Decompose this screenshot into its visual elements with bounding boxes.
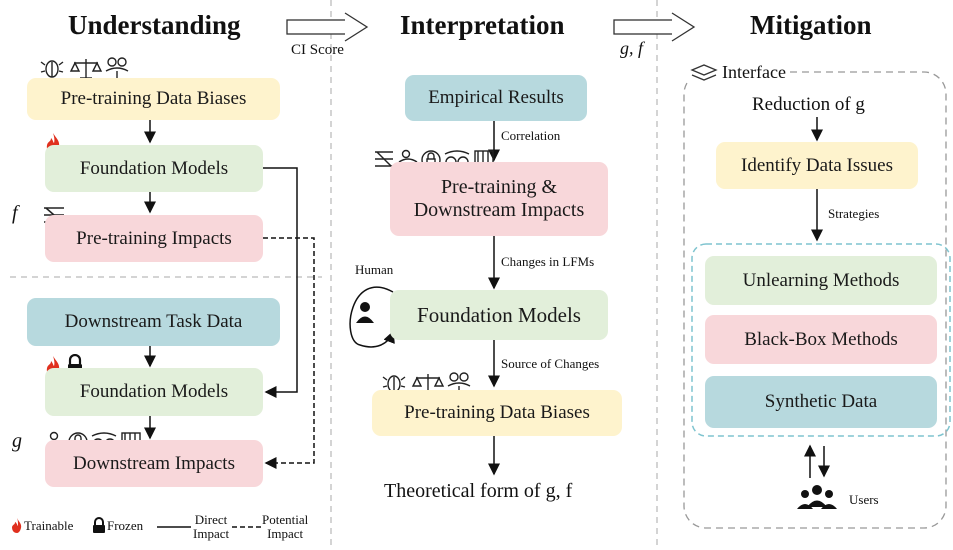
foundation-models-box-3: Foundation Models — [390, 290, 608, 340]
heading-interpretation: Interpretation — [400, 10, 565, 40]
foundation-models-box-2: Foundation Models — [45, 368, 263, 416]
g-variable: g — [12, 430, 22, 452]
pretraining-downstream-box: Pre-training & Downstream Impacts — [390, 162, 608, 236]
pretraining-impacts-box: Pre-training Impacts — [45, 215, 263, 262]
label-human: Human — [355, 262, 394, 277]
flame-icon — [12, 518, 22, 533]
lock-icon — [93, 517, 105, 533]
interface-label: Interface — [688, 62, 788, 83]
bias-icons — [40, 57, 129, 79]
people-balance-icon — [105, 57, 129, 79]
label-ci-score: CI Score — [291, 42, 344, 58]
pretraining-biases-box-2: Pre-training Data Biases — [372, 390, 622, 436]
transition-arrow-1 — [286, 12, 369, 42]
heading-mitigation: Mitigation — [750, 10, 872, 40]
legend-trainable: Trainable — [24, 518, 74, 533]
identify-data-issues-box: Identify Data Issues — [716, 142, 918, 189]
transition-arrow-2 — [613, 12, 696, 42]
users-icon — [797, 485, 837, 509]
label-strategies: Strategies — [828, 206, 880, 221]
heading-understanding: Understanding — [68, 10, 241, 40]
empirical-results-box: Empirical Results — [405, 75, 587, 121]
label-g-f: g, f — [620, 38, 644, 58]
reduction-label: Reduction of g — [752, 94, 865, 115]
f-variable: f — [12, 202, 18, 224]
legend-direct: Direct Impact — [193, 512, 230, 542]
interface-border — [683, 71, 947, 529]
user-icon — [356, 302, 374, 323]
pretraining-biases-box: Pre-training Data Biases — [27, 78, 280, 120]
label-correlation: Correlation — [501, 128, 561, 143]
legend-frozen: Frozen — [107, 518, 144, 533]
interface-text: Interface — [722, 62, 786, 82]
theoretical-form: Theoretical form of g, f — [384, 480, 573, 502]
shuffle-icon — [375, 151, 393, 167]
synthetic-data-box: Synthetic Data — [705, 376, 937, 428]
foundation-models-box-1: Foundation Models — [45, 145, 263, 192]
unlearning-methods-box: Unlearning Methods — [705, 256, 937, 305]
downstream-impacts-box: Downstream Impacts — [45, 440, 263, 487]
legend-solid-line — [157, 526, 191, 528]
blackbox-methods-box: Black-Box Methods — [705, 315, 937, 364]
bug-icon — [382, 375, 406, 393]
strategies-group-border — [691, 243, 951, 437]
bug-icon — [40, 60, 64, 78]
balance-scale-icon — [69, 59, 103, 79]
label-source-of-changes: Source of Changes — [501, 356, 600, 371]
downstream-task-data-box: Downstream Task Data — [27, 298, 280, 346]
legend-potential: Potential Impact — [262, 512, 309, 542]
label-users: Users — [849, 492, 879, 507]
label-changes-lfms: Changes in LFMs — [501, 254, 595, 269]
layers-icon — [690, 63, 718, 81]
bias-icons-2 — [382, 372, 471, 394]
legend-dashed-line — [232, 526, 262, 528]
